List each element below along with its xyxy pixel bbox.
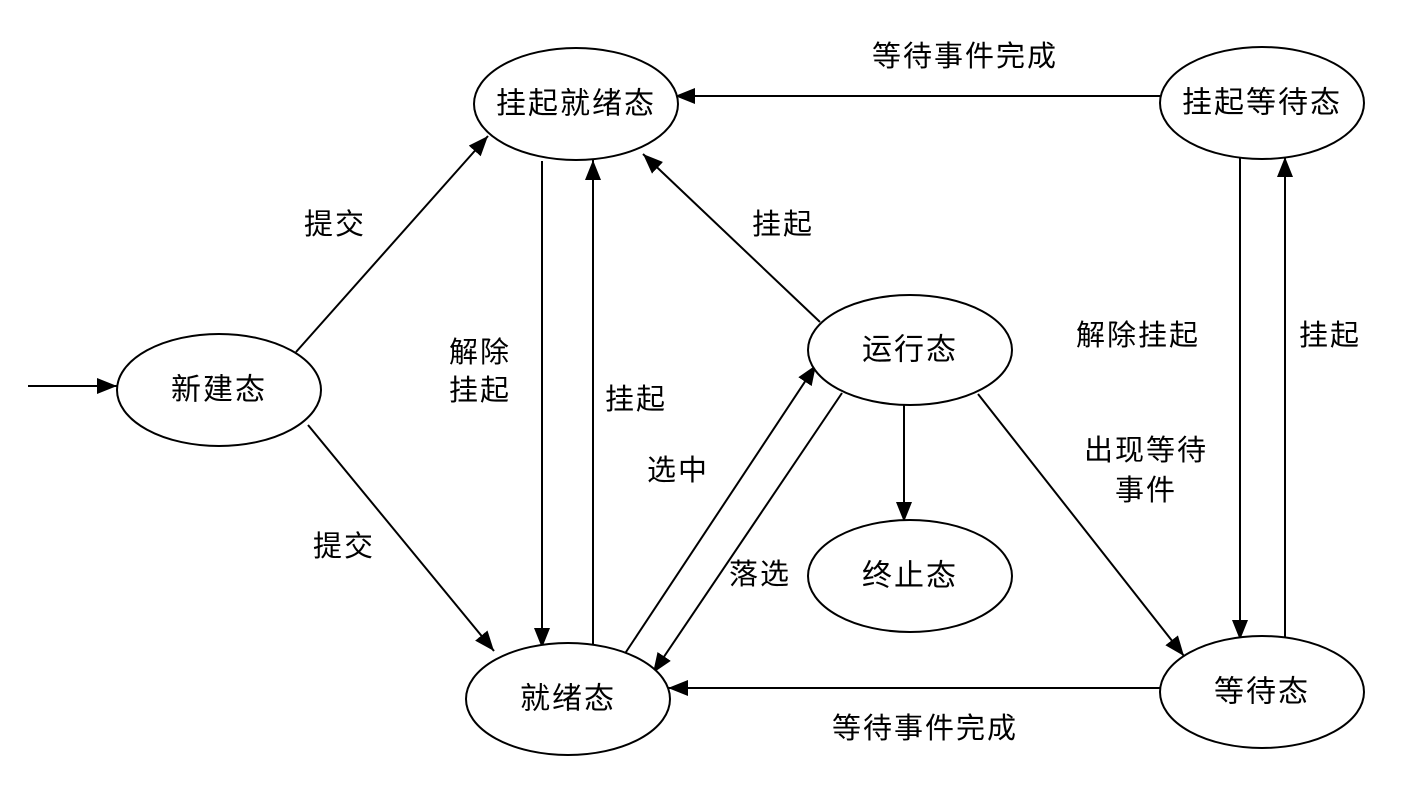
state-blocked: 等待态 <box>1159 635 1365 749</box>
state-blocked-label: 等待态 <box>1214 675 1310 710</box>
label-wait-event-line1: 出现等待 <box>1084 433 1208 467</box>
edge-running-to-suspended-ready <box>642 153 821 323</box>
edge-running-to-blocked <box>977 393 1185 657</box>
label-unsuspend-blocked: 解除挂起 <box>1076 318 1200 352</box>
edge-new-to-suspended-ready <box>295 135 489 353</box>
state-suspended-blocked-shape <box>1159 46 1365 160</box>
state-running-shape <box>807 294 1013 406</box>
state-terminated-label: 终止态 <box>862 559 958 594</box>
edge-running-to-ready <box>652 392 843 674</box>
state-suspended-ready-label: 挂起就绪态 <box>496 87 656 122</box>
label-suspend-running: 挂起 <box>752 207 814 241</box>
state-ready-label: 就绪态 <box>520 682 616 717</box>
state-suspended-blocked: 挂起等待态 <box>1159 46 1365 160</box>
edge-new-to-ready <box>307 424 495 652</box>
state-running: 运行态 <box>807 294 1013 406</box>
state-ready: 就绪态 <box>465 642 671 756</box>
state-suspended-ready: 挂起就绪态 <box>473 47 679 161</box>
state-new: 新建态 <box>116 333 322 447</box>
state-running-label: 运行态 <box>862 333 958 368</box>
label-deselect: 落选 <box>729 557 791 591</box>
state-suspended-ready-shape <box>473 47 679 161</box>
label-wait-event-line2: 事件 <box>1115 473 1177 507</box>
label-unsuspend-line2: 挂起 <box>449 373 511 407</box>
label-unsuspend-line1: 解除 <box>449 335 511 369</box>
label-event-done-bottom: 等待事件完成 <box>832 711 1018 745</box>
state-new-label: 新建态 <box>171 373 267 408</box>
state-ready-shape <box>465 642 671 756</box>
label-submit-lower: 提交 <box>313 529 375 563</box>
state-new-shape <box>116 333 322 447</box>
label-select: 选中 <box>647 453 709 487</box>
state-blocked-shape <box>1159 635 1365 749</box>
edge-labels: 提交 提交 解除 挂起 挂起 挂起 选中 落选 等待事件完成 等待事件完成 解除… <box>304 39 1361 745</box>
label-submit-upper: 提交 <box>304 207 366 241</box>
state-terminated: 终止态 <box>807 519 1013 633</box>
state-suspended-blocked-label: 挂起等待态 <box>1182 86 1342 121</box>
state-terminated-shape <box>807 519 1013 633</box>
edge-ready-to-running <box>623 364 817 656</box>
edges <box>28 88 1293 696</box>
label-suspend-blocked: 挂起 <box>1299 318 1361 352</box>
label-event-done-top: 等待事件完成 <box>872 39 1058 73</box>
label-suspend-ready: 挂起 <box>605 382 667 416</box>
nodes: 新建态 挂起就绪态 挂起等待态 运行态 终止态 就绪态 等待态 <box>116 46 1365 756</box>
